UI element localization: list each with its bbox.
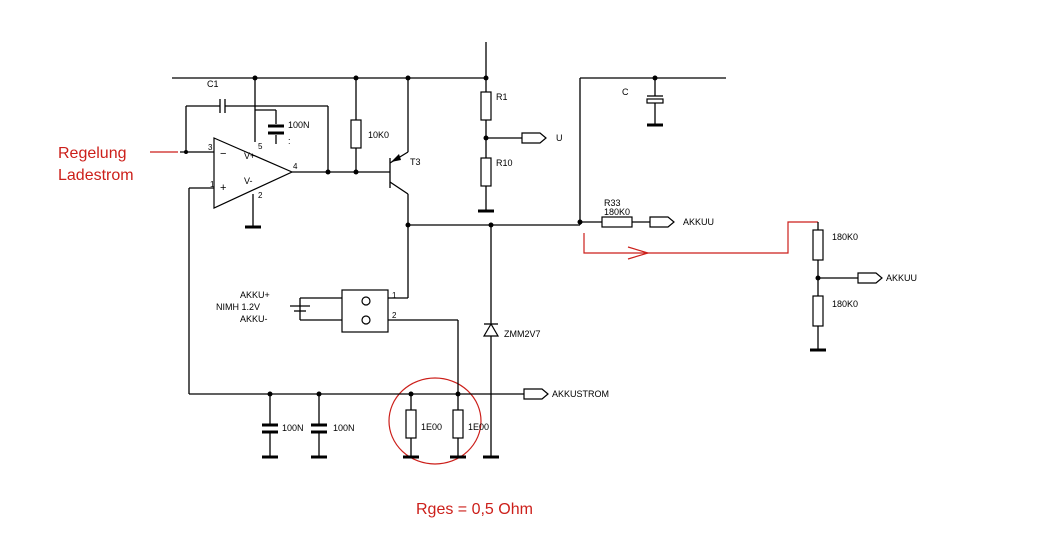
resistor-label: 1E00	[468, 422, 489, 432]
resistor-label: R1	[496, 92, 508, 102]
opamp-minus-label: −	[220, 148, 226, 160]
zener-diode	[482, 322, 500, 337]
pin-label: 2	[392, 311, 397, 320]
nimh-label: NIMH 1.2V	[216, 302, 260, 312]
resistor-label: 180K0	[832, 232, 858, 242]
resistor-r33	[601, 216, 633, 228]
opamp-vplus-label: V+	[244, 151, 255, 161]
capacitor-plate	[646, 98, 664, 104]
cap-tick-label: :	[288, 136, 291, 146]
c1-label: C1	[207, 79, 219, 89]
resistor-label: 1E00	[421, 422, 442, 432]
resistor-label: 10K0	[368, 130, 389, 140]
pin-label: 1	[210, 180, 215, 189]
resistor-r1	[480, 91, 492, 121]
junction	[405, 222, 411, 228]
pin-label: 1	[392, 291, 397, 300]
resistor-sense-a	[405, 409, 417, 439]
port-label: AKKUU	[886, 273, 917, 283]
cap-value-label: 100N	[288, 120, 310, 130]
resistor-10k	[350, 119, 362, 149]
resistor-r10	[480, 157, 492, 187]
connector-terminal	[361, 296, 371, 306]
annotation-regelung: Regelung	[58, 145, 127, 162]
port-label: U	[556, 133, 563, 143]
transistor-arrow-icon	[391, 154, 401, 162]
resistor-value: 180K0	[604, 207, 630, 217]
resistor-right-bottom	[812, 295, 824, 327]
battery-connector	[341, 289, 389, 333]
zener-label: ZMM2V7	[504, 329, 541, 339]
annotation-circle	[388, 377, 482, 465]
resistor-sense-b	[452, 409, 464, 439]
annotation-ladestrom: Ladestrom	[58, 167, 134, 184]
port-label: AKKUU	[683, 217, 714, 227]
resistor-label: R33	[604, 198, 621, 208]
junction	[184, 150, 188, 154]
annotation-arrow-icon	[627, 246, 651, 260]
opamp	[213, 137, 294, 209]
resistor-label: 180K0	[832, 299, 858, 309]
opamp-vminus-label: V-	[244, 176, 253, 186]
resistor-label: R10	[496, 158, 513, 168]
pin-label: 4	[293, 162, 298, 171]
annotation-rges: Rges = 0,5 Ohm	[416, 501, 533, 518]
port-akkuu-right	[857, 272, 883, 284]
akku-minus-label: AKKU-	[240, 314, 268, 324]
connector-terminal	[361, 315, 371, 325]
pin-label: 2	[258, 191, 263, 200]
cap-value-label: 100N	[282, 423, 304, 433]
transistor-label: T3	[410, 157, 421, 167]
pin-label: 3	[208, 143, 213, 152]
pin-label: 5	[258, 142, 263, 151]
cap-value-label: 100N	[333, 423, 355, 433]
annotation-redirect-line	[583, 221, 818, 254]
junction	[325, 169, 331, 175]
resistor-right-top	[812, 229, 824, 261]
port-akkustrom	[523, 388, 549, 400]
capacitor-label: C	[622, 87, 629, 97]
akku-plus-label: AKKU+	[240, 290, 270, 300]
opamp-plus-label: +	[220, 182, 226, 194]
port-u	[521, 132, 547, 144]
port-label: AKKUSTROM	[552, 389, 609, 399]
port-akkuu	[649, 216, 675, 228]
transistor-collector	[389, 181, 409, 195]
